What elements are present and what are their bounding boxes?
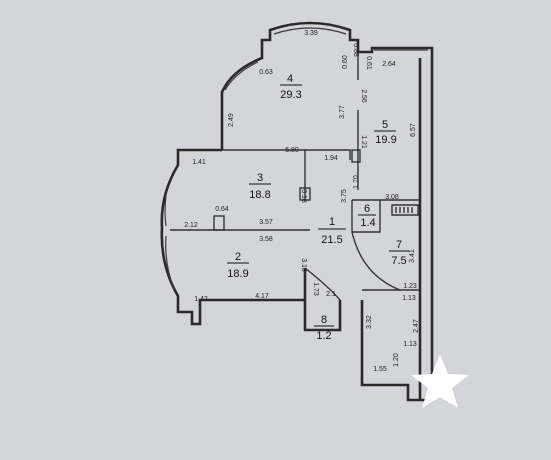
dim-2-64: 2.64 [382,61,396,68]
dim-3-75: 3.75 [341,189,348,203]
column-room5 [351,149,361,163]
room-6-number: 6 [364,203,370,215]
dim-3-77: 3.77 [339,105,346,119]
room-5-area: 19.9 [375,134,396,146]
room-4-number: 4 [287,73,293,85]
dimension-labels: 3.39 0.88 0.63 0.60 0.61 2.64 2.56 3.77 … [184,30,420,373]
room-labels: 4 29.3 5 19.9 3 18.8 1 21.5 6 1.4 7 7.5 … [227,73,409,342]
column-room2-left [213,215,225,231]
window-room2-left [165,235,175,291]
dim-2-49: 2.49 [228,113,235,127]
dim-1-13-b: 1.13 [403,341,417,348]
dim-0-61: 0.61 [365,56,372,70]
dim-1-94: 1.94 [324,155,338,162]
wall-right [418,58,434,400]
dim-1-70: 1.70 [353,175,360,189]
dim-3-15: 3.15 [300,258,307,272]
dim-1-21: 1.21 [360,135,367,149]
windows [164,27,428,291]
room-2-area: 18.9 [227,268,248,280]
dim-2-47: 2.47 [413,319,420,333]
room-7-number: 7 [396,239,402,251]
dim-1-42: 1.42 [194,296,208,303]
room-7-area: 7.5 [391,255,406,267]
dim-2-12: 2.12 [184,222,198,229]
room-1-number: 1 [329,216,335,228]
wall-room8 [303,300,342,332]
interior-walls [170,52,420,301]
dim-1-20: 1.20 [393,353,400,367]
room-1-area: 21.5 [321,234,342,246]
dim-2-1: 2.1 [326,291,336,298]
wall-room6 [351,199,420,233]
dim-5-80: 5.80 [285,147,299,154]
window-room3-left [164,195,167,227]
dim-4-17: 4.17 [255,293,269,300]
dim-1-13-a: 1.13 [402,295,416,302]
dim-3-41: 3.41 [409,249,416,263]
room-8-number: 8 [321,314,327,326]
room-4-area: 29.3 [280,89,301,101]
dim-3-57: 3.57 [259,219,273,226]
room-6-area: 1.4 [360,217,375,229]
wall-left-bays [160,148,307,326]
dim-3-39: 3.39 [304,30,318,37]
dim-3-32: 3.32 [366,315,373,329]
dim-0-63: 0.63 [259,69,273,76]
column-room1-right [299,187,311,201]
window-room4-top [273,27,347,35]
room-8-area: 1.2 [316,330,331,342]
dim-0-60: 0.60 [342,55,349,69]
dim-3-58: 3.58 [259,236,273,243]
wall-corridor-curve [304,267,341,301]
room-5-number: 5 [382,119,388,131]
room-2-number: 2 [235,251,241,263]
window-room4-left [224,61,259,91]
dim-1-55: 1.55 [373,366,387,373]
wall-room4-bay [220,21,434,150]
room-3-area: 18.8 [249,189,270,201]
dim-1-73: 1.73 [312,282,319,296]
wall-bath-vent [395,207,413,213]
dim-1-23: 1.23 [403,283,417,290]
dim-6-57: 6.57 [410,123,417,137]
wall-bath-block [391,204,419,216]
wall-bottom-right [360,290,434,402]
dim-3-08: 3.08 [385,194,399,201]
dim-1-41: 1.41 [192,159,206,166]
wall-room7 [351,231,420,291]
dim-0-88: 0.88 [352,43,359,57]
dim-0-64: 0.64 [215,206,229,213]
room-3-number: 3 [257,172,263,184]
dim-2-56: 2.56 [360,89,367,103]
wall-between-3-and-4 [222,149,351,160]
white-star-icon [411,354,469,408]
dim-3-18: 3.18 [300,189,307,203]
